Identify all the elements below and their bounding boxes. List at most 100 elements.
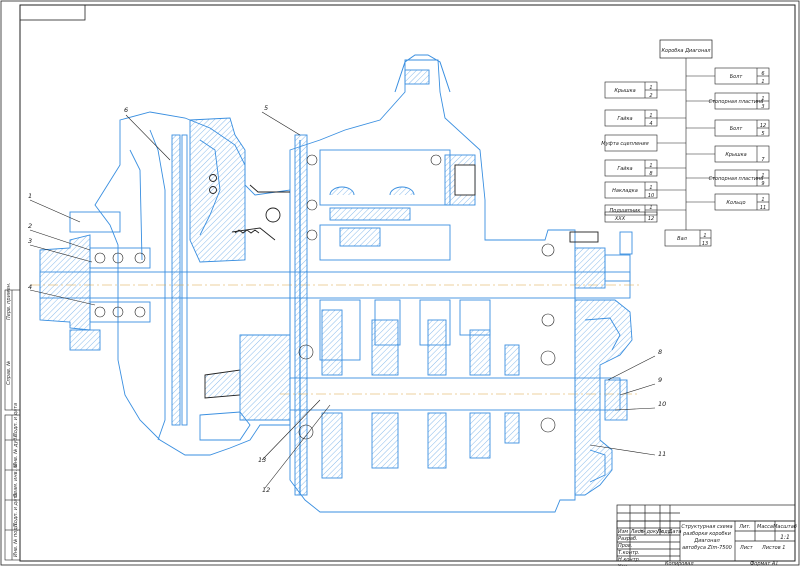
- lower-gears: [321, 309, 520, 479]
- tree-left-qty-5: 1: [649, 205, 652, 211]
- part-label-12: 12: [262, 486, 270, 494]
- front-cover: [69, 211, 121, 233]
- tree-left-qty-0: 1: [649, 85, 652, 91]
- tree-left-id-6: 12: [648, 216, 654, 222]
- tree-right-qty-5: 1: [761, 197, 764, 203]
- tree-right-name-5: Кольцо: [726, 200, 745, 206]
- side-stamp: [4, 289, 21, 561]
- part-label-8: 8: [658, 348, 662, 356]
- shift-fork: [265, 207, 281, 223]
- tree-right-name-2: Болт: [730, 126, 744, 132]
- top-gear-cluster: [319, 149, 451, 261]
- tree-right-id-1: 3: [761, 104, 764, 110]
- scale-value: 1:1: [780, 534, 790, 541]
- tree-left-name-0: Крышка: [614, 88, 635, 94]
- rear-output-housing: [574, 299, 633, 496]
- lit-head-0: Лит.: [738, 524, 751, 530]
- tree-left-id-3: 8: [649, 171, 652, 177]
- part-label-1: 1: [28, 192, 32, 200]
- stamp-mid-text: Справ. №: [6, 361, 12, 385]
- tree-bottom-id: 13: [702, 241, 708, 247]
- part-label-4: 4: [28, 283, 32, 291]
- copy-label: Копировал: [665, 561, 694, 566]
- stamp-top-text: Перв. примен.: [6, 282, 12, 320]
- row-label-1: Пров.: [618, 543, 633, 549]
- part-label-6: 6: [124, 106, 128, 114]
- rear-flange: [574, 247, 606, 289]
- part-label-9: 9: [658, 376, 662, 384]
- tree-left-qty-3: 1: [649, 163, 652, 169]
- title-line-1: разборки коробки: [682, 531, 731, 537]
- part-label-2: 2: [28, 222, 32, 230]
- sheets-label: Листов 1: [761, 545, 785, 551]
- tree-left-qty-4: 1: [649, 185, 652, 191]
- stamp-text-0: Подп. и дата: [13, 403, 19, 437]
- tree-right-name-4: Стопорная пластина: [709, 176, 764, 182]
- tree-right-qty-0: 6: [761, 71, 764, 77]
- front-bearings: [94, 252, 146, 318]
- part-label-11: 11: [658, 450, 666, 458]
- tree-left-qty-1: 1: [649, 113, 652, 119]
- tree-left-name-6: ХХХ: [614, 216, 626, 222]
- tree-right-name-1: Стопорная пластина: [709, 99, 764, 105]
- sheet-label: Лист: [739, 545, 754, 551]
- row-label-0: Разраб.: [618, 536, 638, 542]
- tree-left-name-5: Подшипник: [610, 208, 641, 214]
- format-label: Формат А1: [750, 561, 778, 566]
- tree-right-name-0: Болт: [730, 74, 744, 80]
- tree-left-node-6: [604, 211, 658, 223]
- title-line-2: Диагонал: [693, 538, 720, 544]
- stamp-text-2: Взам. инв. №: [13, 463, 19, 497]
- gearbox-section-drawing: [30, 54, 640, 513]
- title-line-0: Структурная схема: [681, 524, 732, 530]
- title-block: [616, 504, 796, 562]
- lit-head-1: Масса: [757, 524, 773, 530]
- tree-left-id-1: 4: [649, 121, 652, 127]
- header-col-0: Изм: [618, 529, 628, 535]
- header-col-2: № докум.: [639, 529, 665, 535]
- clutch-disc: [171, 134, 181, 426]
- corner-stamp: [19, 4, 86, 21]
- tree-right-name-3: Крышка: [725, 152, 746, 158]
- stamp-text-3: Подп. и дата: [13, 493, 19, 527]
- part-label-10: 10: [658, 400, 666, 408]
- counter-bearings: [298, 154, 556, 440]
- gearbox-body: [289, 59, 576, 513]
- leader-lines: [29, 111, 656, 489]
- tree-right-id-4: 9: [761, 181, 764, 187]
- tree-left-name-3: Гайка: [617, 166, 632, 172]
- return-spring: [234, 229, 260, 234]
- rear-seal: [604, 379, 628, 421]
- tree-right-qty-4: 1: [761, 173, 764, 179]
- tree-bottom-name: Вал: [677, 236, 687, 242]
- part-label-13: 13: [258, 456, 266, 464]
- tree-right-qty-2: 12: [760, 123, 766, 129]
- tree-right-id-5: 11: [760, 205, 766, 211]
- part-label-3: 3: [28, 237, 32, 245]
- row-label-2: Т.контр.: [618, 550, 640, 556]
- clutch-spring: [204, 369, 241, 399]
- stamp-text-1: Инв. № дубл.: [13, 433, 19, 467]
- input-flange: [39, 234, 91, 331]
- tree-left-id-0: 2: [649, 93, 652, 99]
- lit-head-2: Масштаб: [773, 524, 797, 530]
- tree-left-id-4: 10: [648, 193, 654, 199]
- tree-left-name-4: Накладка: [612, 188, 638, 194]
- tree-right-id-3: 7: [761, 157, 765, 163]
- row-label-4: Утв.: [618, 564, 629, 566]
- header-col-4: Дата: [668, 529, 682, 535]
- tree-right-id-0: 1: [761, 79, 764, 85]
- tree-bottom-qty: 1: [703, 233, 706, 239]
- tree-left-name-2: Муфта сцепления: [601, 141, 648, 147]
- tree-right-id-2: 5: [761, 131, 764, 137]
- tree-root-label: Коробка Диагонал: [661, 48, 711, 54]
- header-col-1: Лист: [630, 529, 645, 535]
- tree-left-name-1: Гайка: [617, 116, 632, 122]
